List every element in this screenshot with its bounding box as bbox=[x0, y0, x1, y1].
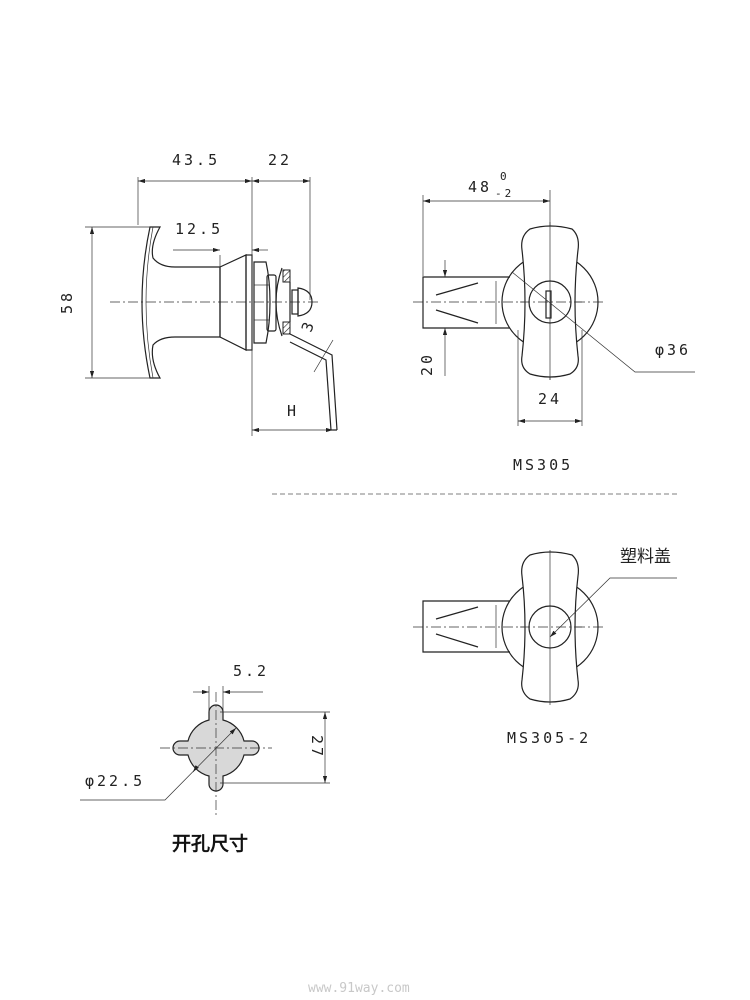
key-slot bbox=[545, 290, 552, 319]
dim-24: 24 bbox=[538, 390, 562, 408]
dim-48: 48 bbox=[468, 178, 492, 196]
dim-43-5: 43.5 bbox=[172, 151, 220, 169]
front-view-ms305: 48 0 -2 20 24 φ36 MS305 bbox=[413, 170, 695, 474]
bar bbox=[422, 276, 510, 329]
screw-head bbox=[297, 287, 313, 317]
handle-edge bbox=[145, 226, 154, 379]
tolerance-upper: 0 bbox=[500, 170, 510, 183]
collar-cone bbox=[219, 254, 247, 351]
dim-20: 20 bbox=[418, 352, 436, 376]
small-nut bbox=[266, 274, 277, 332]
dim-22: 22 bbox=[268, 151, 292, 169]
callout-plastic-cover: 塑料盖 bbox=[620, 547, 671, 567]
plastic-cover bbox=[528, 605, 572, 649]
leader-phi22-5 bbox=[80, 727, 237, 801]
cutout-view: 5.2 27 φ22.5 开孔尺寸 bbox=[80, 662, 330, 855]
collar-flange bbox=[245, 254, 253, 351]
hex-nut bbox=[253, 261, 271, 344]
model-ms305-2: MS305-2 bbox=[507, 729, 591, 747]
key-cylinder bbox=[528, 280, 572, 324]
model-ms305: MS305 bbox=[513, 456, 573, 474]
cutout-title: 开孔尺寸 bbox=[172, 832, 248, 855]
dim-27: 27 bbox=[308, 735, 326, 759]
leader-cover bbox=[549, 577, 677, 638]
bar bbox=[422, 600, 510, 653]
dim-3: 3 bbox=[298, 317, 319, 334]
dim-phi36: φ36 bbox=[655, 341, 691, 359]
dim-h: H bbox=[287, 402, 299, 420]
dim-3-line bbox=[313, 339, 334, 373]
dim-12-5: 12.5 bbox=[175, 220, 223, 238]
front-view-ms305-2: 塑料盖 MS305-2 bbox=[413, 547, 677, 747]
side-view: 43.5 22 12.5 58 3 H bbox=[58, 151, 338, 436]
handle-profile bbox=[141, 226, 221, 379]
leader-phi36 bbox=[511, 271, 695, 373]
dim-phi22-5: φ22.5 bbox=[85, 772, 145, 790]
dim-58: 58 bbox=[58, 290, 76, 314]
washer bbox=[275, 267, 283, 337]
tolerance-lower: -2 bbox=[495, 187, 514, 200]
dim-5-2: 5.2 bbox=[233, 662, 269, 680]
watermark: www.91way.com bbox=[308, 981, 410, 996]
